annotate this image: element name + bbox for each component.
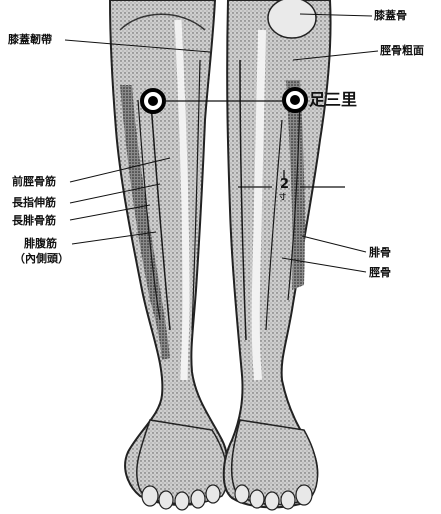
label-extensor-digitorum-longus: 長指伸筋 [12,196,56,209]
label-tibial-tuberosity: 脛骨粗面 [380,44,424,57]
label-gastrocnemius-medial-head: （內側頭） [14,252,69,265]
left-zusanli-point [142,90,164,112]
right-patella [268,0,316,38]
measurement-value: 2 [280,178,289,192]
label-tibialis-anterior: 前脛骨筋 [12,175,56,188]
label-fibula: 腓骨 [369,246,391,259]
measurement-unit: 寸 [279,193,286,201]
label-patella: 膝蓋骨 [374,9,407,22]
leader-fibula [302,236,366,252]
label-peroneus-longus: 長腓骨筋 [12,214,56,227]
left-leg [110,0,228,510]
label-tibia: 脛骨 [369,266,391,279]
label-gastrocnemius: 腓腹筋 [24,237,57,250]
right-leg [224,0,331,510]
right-zusanli-point [284,89,306,111]
label-zusanli: 足三里 [309,91,357,109]
label-patellar-ligament: 膝蓋韌帶 [8,33,52,46]
